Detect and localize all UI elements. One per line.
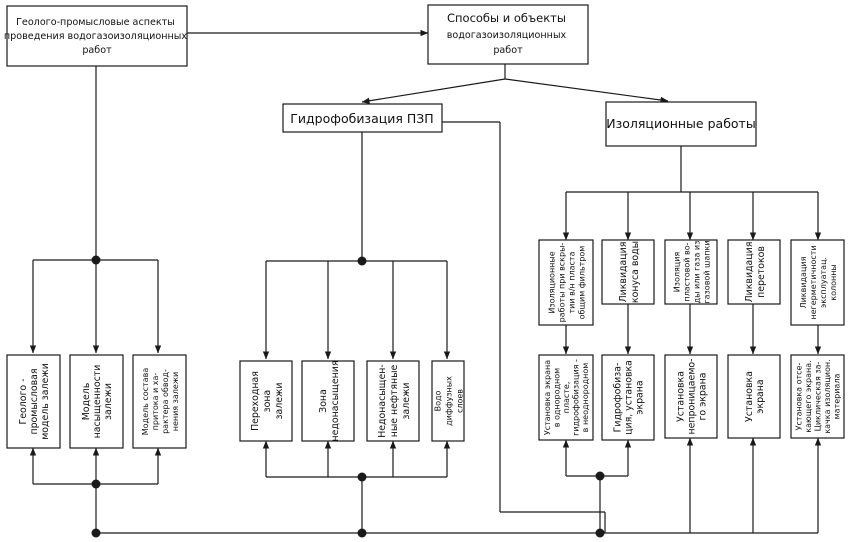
junction-bottom-center — [357, 528, 367, 538]
text-model-inflow: Модель составапритока и ха-рактера обвод… — [141, 368, 180, 436]
text-aspects: Геолого-промысловые аспекты проведения в… — [4, 17, 190, 56]
box-model-inflow — [132, 354, 187, 449]
box-isol-type-4 — [727, 239, 781, 305]
box-zone-diffuse — [431, 360, 465, 442]
text-hydrophobization: Гидрофобизация ПЗП — [290, 111, 433, 126]
arrow-to-isol — [504, 78, 669, 104]
box-method-3 — [664, 354, 718, 439]
junction-zones-top — [357, 256, 367, 266]
rotated-labels: Геолого -промысловаямодель залежи Модельн… — [18, 240, 842, 441]
junction-models-bottom — [91, 479, 101, 489]
text-model-saturation: Модельнасыщенностизалежи — [81, 365, 114, 439]
junction-bottom-left — [91, 528, 101, 538]
box-model-saturation — [69, 354, 124, 449]
junction-methods-bottom — [595, 471, 605, 481]
junction-zones-bottom — [357, 472, 367, 482]
text-model-geology: Геолого -промысловаямодель залежи — [18, 363, 51, 440]
junction-models-top — [91, 255, 101, 265]
text-zone-transition: Переходнаязоназалежи — [250, 371, 285, 431]
box-isol-type-1 — [538, 239, 594, 326]
text-isolation-works: Изоляционные работы — [606, 116, 755, 131]
box-zone-transition — [239, 360, 293, 442]
box-method-2 — [601, 354, 655, 441]
junction-dots — [91, 255, 605, 538]
box-model-geology — [6, 354, 61, 449]
arrow-to-hydro — [361, 78, 506, 104]
box-hydrophobization — [282, 103, 443, 133]
box-method-1 — [538, 354, 594, 441]
text-isol-type-2: Ликвидацияконуса воды — [618, 241, 641, 303]
junction-bottom-right — [595, 528, 605, 538]
box-isol-type-5 — [790, 239, 845, 326]
text-isol-type-4: Ликвидацияперетоков — [744, 242, 767, 303]
text-isol-type-5: Ликвидациянегерметичностиэксплуатац.коло… — [799, 245, 838, 319]
text-zone-undersaturation: Зонанедонасыщения — [318, 360, 341, 441]
box-aspects — [6, 5, 188, 67]
boxes — [6, 4, 845, 449]
box-method-4 — [727, 354, 781, 439]
text-isol-type-1: Изоляционныеработы при вскры-тии в/н пла… — [547, 243, 586, 323]
text-isol-type-3: Изоляцияпластовой во-ды или газа изгазов… — [672, 240, 711, 303]
box-zone-undersaturation — [301, 360, 355, 442]
text-method-2: Гидрофобиза-ция, установкаэкрана — [613, 360, 646, 435]
box-isol-type-2 — [601, 239, 655, 305]
text-method-5: Установка отсе-кающего экрана.Циклическа… — [795, 359, 842, 433]
text-methods-objects: Способы и объекты водогазоизоляционных р… — [447, 11, 570, 56]
box-isol-type-3 — [664, 239, 718, 305]
text-method-1: Установка экранав однородномпласте,гидро… — [543, 359, 590, 436]
box-zone-undersaturated-oil — [366, 360, 420, 442]
box-isolation-works — [605, 101, 757, 147]
text-method-4: Установкаэкрана — [744, 371, 766, 422]
text-method-3: Установканепроницаемо-го экрана — [676, 358, 709, 434]
box-method-5 — [790, 354, 845, 439]
text-zone-undersaturated-oil: Недонасыщен-ные нефтяныезалежи — [377, 364, 412, 438]
box-methods-objects — [427, 4, 589, 65]
